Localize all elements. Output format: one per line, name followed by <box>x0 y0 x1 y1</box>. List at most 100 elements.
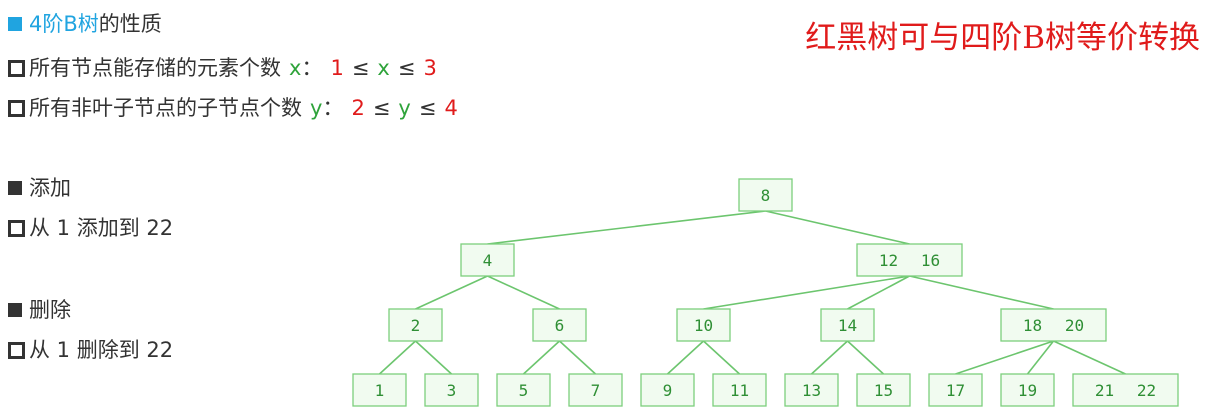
btree-key: 16 <box>921 251 940 270</box>
btree-key: 18 <box>1023 316 1042 335</box>
tree-edge <box>810 340 849 375</box>
section-title-add: 添加 <box>8 174 71 202</box>
tree-edge <box>703 275 910 310</box>
btree-node: 12 16 <box>856 243 963 277</box>
rule-le: ≤ <box>372 96 391 120</box>
tree-edge <box>414 340 453 375</box>
tree-edge <box>487 210 766 245</box>
rule-variable: x <box>289 56 302 80</box>
btree-node-box <box>928 373 983 407</box>
add-item: 从 1 添加到 22 <box>8 214 173 242</box>
tree-edge <box>415 275 488 310</box>
tree-edge <box>955 340 1054 375</box>
btree-node: 13 <box>784 373 839 407</box>
tree-edge <box>487 275 560 310</box>
hollow-square-bullet-icon <box>8 99 25 117</box>
rule-variable: y <box>310 96 323 120</box>
btree-key: 15 <box>874 381 893 400</box>
rule-element-count: 所有节点能存储的元素个数 x ： 1 ≤ x ≤ 3 <box>8 54 437 82</box>
btree-node: 5 <box>496 373 551 407</box>
btree-key: 1 <box>375 381 385 400</box>
tree-edge <box>378 340 417 375</box>
btree-key: 2 <box>411 316 421 335</box>
btree-key: 7 <box>591 381 601 400</box>
btree-key: 11 <box>730 381 749 400</box>
btree-key: 21 <box>1095 381 1114 400</box>
btree-node: 21 22 <box>1072 373 1179 407</box>
btree-node: 14 <box>820 308 875 342</box>
btree-key: 3 <box>447 381 457 400</box>
btree-node-box <box>856 243 963 277</box>
btree-node-box <box>738 178 793 212</box>
tree-edge <box>909 275 1054 310</box>
btree-node: 4 <box>460 243 515 277</box>
tree-edge <box>846 340 885 375</box>
rule-colon: ： <box>301 56 323 80</box>
rule-le: ≤ <box>418 96 437 120</box>
square-bullet-icon <box>8 17 22 31</box>
btree-node-box <box>676 308 731 342</box>
btree-key: 22 <box>1137 381 1156 400</box>
tree-edge <box>666 340 705 375</box>
section-title: 添加 <box>29 176 71 200</box>
btree-node-box <box>496 373 551 407</box>
btree-node-box <box>460 243 515 277</box>
rule-min: 1 <box>330 56 344 80</box>
tree-edge <box>558 340 597 375</box>
btree-node-box <box>1000 308 1107 342</box>
btree-node: 3 <box>424 373 479 407</box>
delete-item-text: 从 1 删除到 22 <box>29 338 174 362</box>
tree-edge <box>1026 340 1055 375</box>
rule-variable: y <box>398 96 411 120</box>
square-bullet-icon <box>8 303 22 317</box>
headline: 红黑树可与四阶B树等价转换 <box>805 20 1200 56</box>
btree-key: 8 <box>761 186 771 205</box>
btree-node: 17 <box>928 373 983 407</box>
btree-node-box <box>1072 373 1179 407</box>
hollow-square-bullet-icon <box>8 59 25 77</box>
rule-text: 所有非叶子节点的子节点个数 <box>29 96 302 120</box>
btree-key: 4 <box>483 251 493 270</box>
section-title: 删除 <box>29 298 71 322</box>
btree-node-box <box>820 308 875 342</box>
btree-key: 5 <box>519 381 529 400</box>
tree-edges <box>378 210 1126 375</box>
btree-node: 6 <box>532 308 587 342</box>
add-item-text: 从 1 添加到 22 <box>29 216 174 240</box>
btree-node: 15 <box>856 373 911 407</box>
section-title-suffix: 的性质 <box>98 12 162 36</box>
section-title-properties: 4阶B树 的性质 <box>8 10 162 38</box>
btree-key: 12 <box>879 251 898 270</box>
btree-node-box <box>388 308 443 342</box>
btree-key: 10 <box>694 316 713 335</box>
btree-node: 7 <box>568 373 623 407</box>
btree-node-box <box>532 308 587 342</box>
rule-child-count: 所有非叶子节点的子节点个数 y ： 2 ≤ y ≤ 4 <box>8 94 458 122</box>
btree-node: 10 <box>676 308 731 342</box>
tree-edge <box>1053 340 1126 375</box>
btree-key: 20 <box>1065 316 1084 335</box>
tree-edge <box>765 210 910 245</box>
rule-max: 3 <box>423 56 437 80</box>
rule-text: 所有节点能存储的元素个数 <box>29 56 281 80</box>
btree-key: 19 <box>1018 381 1037 400</box>
btree-node: 2 <box>388 308 443 342</box>
btree-node: 19 <box>1000 373 1055 407</box>
btree-node: 1 <box>352 373 407 407</box>
btree-node-box <box>784 373 839 407</box>
rule-le: ≤ <box>351 56 370 80</box>
tree-edge <box>702 340 741 375</box>
btree-node: 8 <box>738 178 793 212</box>
hollow-square-bullet-icon <box>8 341 25 359</box>
btree-node-box <box>352 373 407 407</box>
rule-le: ≤ <box>397 56 416 80</box>
btree-term: 4阶B树 <box>29 12 99 36</box>
btree-key: 17 <box>946 381 965 400</box>
section-title-delete: 删除 <box>8 296 71 324</box>
rule-colon: ： <box>322 96 344 120</box>
btree-key: 13 <box>802 381 821 400</box>
btree-node-box <box>424 373 479 407</box>
